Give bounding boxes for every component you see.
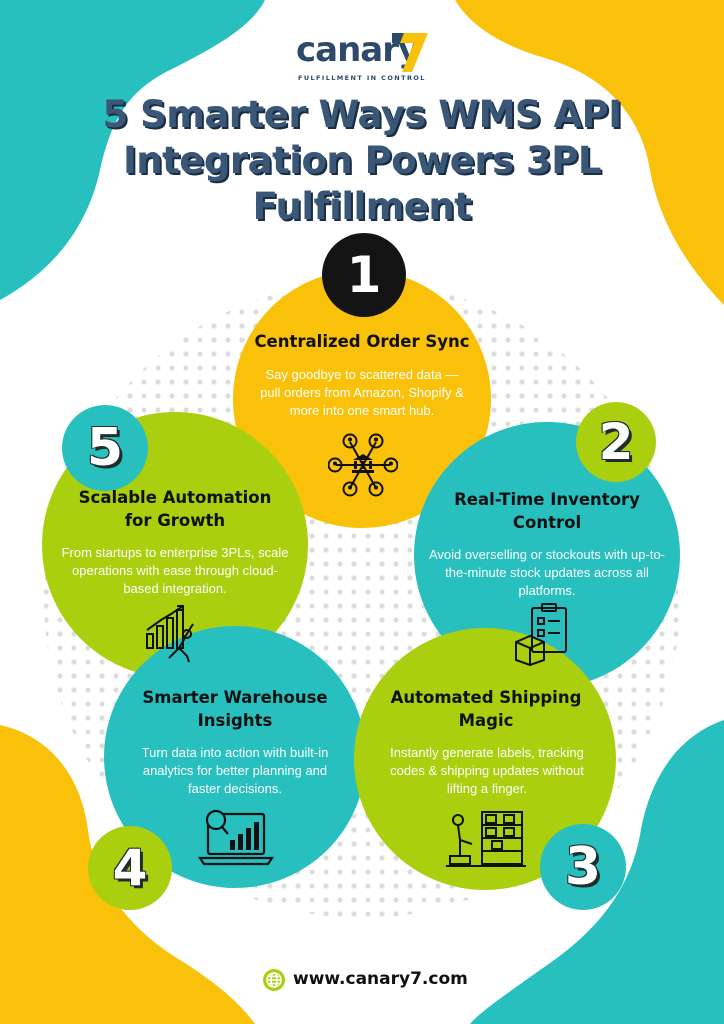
globe-icon — [263, 969, 285, 991]
brand-tagline: FULFILLMENT IN CONTROL — [298, 74, 426, 82]
step-4-heading: Smarter Warehouse Insights — [142, 688, 328, 730]
step-1-heading: Centralized Order Sync — [254, 332, 470, 351]
blob-top-left — [0, 0, 265, 300]
page-title: 5 Smarter Ways WMS API Integration Power… — [102, 93, 622, 228]
step-5-text: From startups to enterprise 3PLs, scale … — [61, 545, 289, 596]
blob-bottom-left — [0, 725, 255, 1024]
step-3-badge: 3 — [540, 824, 626, 910]
growth-chart-person-icon — [146, 605, 194, 663]
step-1-badge: 1 — [322, 233, 406, 317]
step-2-heading: Real-Time Inventory Control — [454, 490, 640, 532]
step-2-badge: 2 — [576, 402, 656, 482]
website-link[interactable]: www.canary7.com — [293, 969, 468, 989]
analytics-laptop-icon — [197, 809, 274, 866]
step-1-text: Say goodbye to scattered data — pull ord… — [260, 367, 464, 418]
logo-seven-icon — [392, 33, 428, 72]
blob-bottom-right — [470, 720, 724, 1024]
step-3-text: Instantly generate labels, tracking code… — [390, 745, 584, 796]
step-4-text: Turn data into action with built-in anal… — [141, 745, 329, 796]
blob-top-right — [455, 0, 724, 305]
step-5-heading: Scalable Automation for Growth — [78, 488, 272, 530]
step-2-text: Avoid overselling or stockouts with up-t… — [428, 547, 666, 598]
step-3-heading: Automated Shipping Magic — [390, 688, 582, 730]
step-5-badge: 5 — [62, 405, 148, 491]
network-hub-icon — [328, 433, 398, 497]
step-4-badge: 4 — [88, 826, 172, 910]
inventory-clipboard-icon — [515, 603, 567, 666]
robot-warehouse-icon — [446, 811, 526, 867]
brand-logo: canary FULFILLMENT IN CONTROL — [268, 28, 468, 88]
